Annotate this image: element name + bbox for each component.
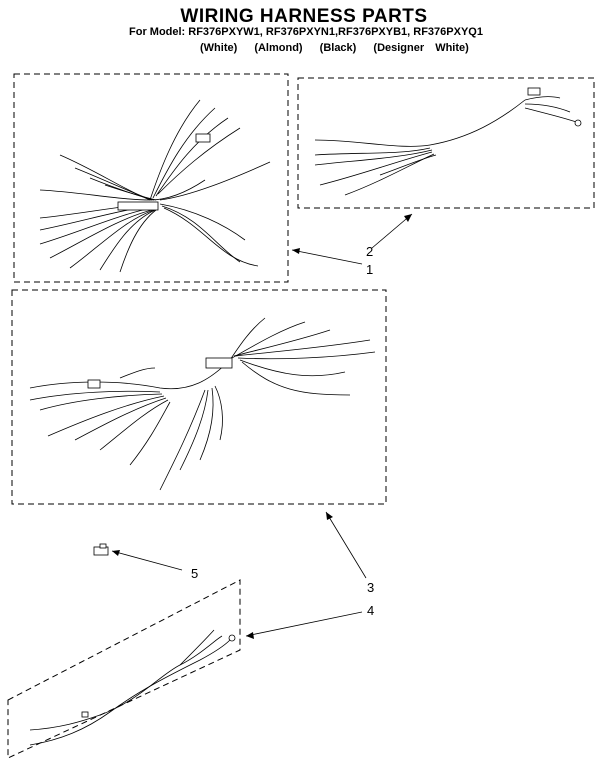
part-4-box (7, 579, 241, 759)
page-title: WIRING HARNESS PARTS (180, 6, 428, 27)
part-4-harness (7, 579, 241, 759)
callout-4: 4 (367, 603, 375, 618)
color-designer-white: (Designer White) (373, 42, 469, 54)
color-black: (Black) (319, 42, 357, 54)
part-2-box (297, 77, 595, 209)
leader-2 (371, 213, 413, 249)
leader-3 (325, 511, 367, 579)
part-5-connector (93, 543, 109, 556)
part-3-box (11, 289, 387, 505)
callout-3: 3 (367, 580, 375, 595)
leader-1 (291, 249, 363, 265)
part-1-box (13, 73, 289, 283)
part-2-harness (297, 77, 595, 209)
part-3-harness (11, 289, 387, 505)
callout-2: 2 (366, 244, 374, 259)
color-white: (White) (200, 42, 238, 54)
leader-5 (111, 550, 183, 571)
color-variants: (White) (Almond) (Black) (Designer White… (200, 42, 475, 54)
model-list: For Model: RF376PXYW1, RF376PXYN1,RF376P… (129, 26, 483, 38)
color-almond: (Almond) (254, 42, 303, 54)
leader-4 (245, 611, 363, 637)
part-1-harness (13, 73, 289, 283)
callout-1: 1 (366, 262, 374, 277)
callout-5: 5 (191, 566, 199, 581)
